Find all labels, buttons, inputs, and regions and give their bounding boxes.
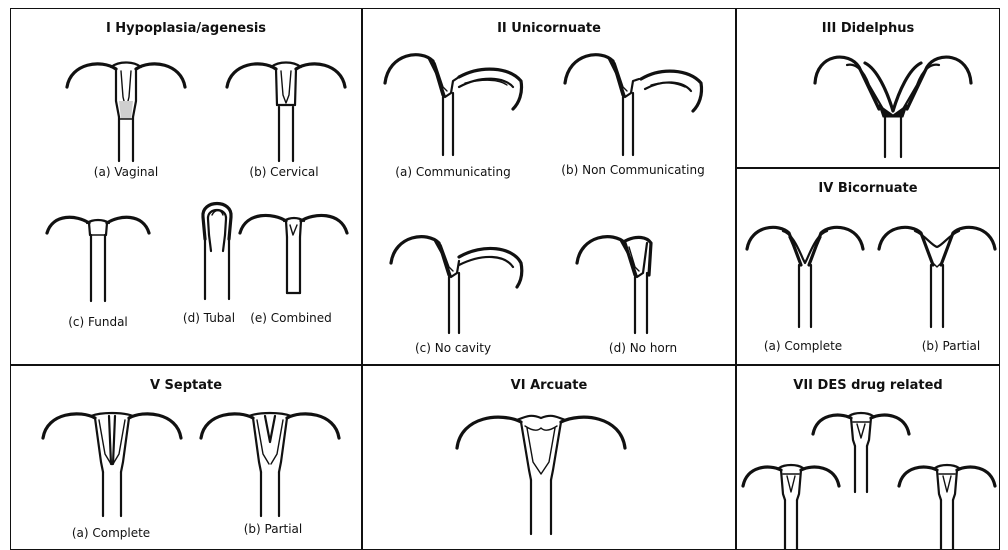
caption-partial: (b) Partial <box>244 522 303 536</box>
diagram-bicornuate-complete <box>743 215 867 331</box>
caption-complete: (a) Complete <box>764 339 842 353</box>
caption-communicating: (a) Communicating <box>395 165 510 179</box>
diagram-arcuate <box>451 404 631 539</box>
diagram-unicornuate-non-communicating <box>561 45 711 160</box>
diagram-vaginal-agenesis <box>61 49 191 164</box>
panel-arcuate: VI Arcuate <box>362 365 736 550</box>
panel-bicornuate: IV Bicornuate (a) Complete (b) Partial <box>736 168 1000 365</box>
diagram-bicornuate-partial <box>875 215 999 331</box>
panel-unicornuate: II Unicornuate (a) Communicating (b) Non… <box>362 8 736 365</box>
diagram-fundal-hypoplasia <box>43 209 153 309</box>
panel-title: I Hypoplasia/agenesis <box>11 21 361 36</box>
caption-cervical: (b) Cervical <box>249 165 318 179</box>
panel-septate: V Septate (a) Complete (b) Partial <box>10 365 362 550</box>
diagram-didelphus <box>809 45 977 161</box>
caption-non-communicating: (b) Non Communicating <box>561 163 704 177</box>
panel-des-drug-related: VII DES drug related <box>736 365 1000 550</box>
panel-title: III Didelphus <box>737 21 999 36</box>
panel-title: VI Arcuate <box>363 378 735 393</box>
caption-complete: (a) Complete <box>72 526 150 540</box>
panel-title: V Septate <box>11 378 361 393</box>
panel-title: IV Bicornuate <box>737 181 999 196</box>
panel-didelphus: III Didelphus <box>736 8 1000 168</box>
caption-no-cavity: (c) No cavity <box>415 341 491 355</box>
caption-vaginal: (a) Vaginal <box>94 165 158 179</box>
panel-hypoplasia-agenesis: I Hypoplasia/agenesis (a) Vaginal (b) Ce… <box>10 8 362 365</box>
diagram-unicornuate-no-horn <box>573 227 683 337</box>
diagram-septate-partial <box>197 402 343 520</box>
panel-title: II Unicornuate <box>363 21 735 36</box>
caption-combined: (e) Combined <box>250 311 332 325</box>
diagram-unicornuate-no-cavity <box>387 227 537 337</box>
diagram-septate-complete <box>39 402 185 520</box>
diagram-des-t-shaped-right <box>895 458 999 550</box>
caption-no-horn: (d) No horn <box>609 341 677 355</box>
diagram-des-t-shaped-left <box>739 458 843 550</box>
diagram-cervical-agenesis <box>221 49 351 164</box>
caption-partial: (b) Partial <box>922 339 981 353</box>
caption-tubal: (d) Tubal <box>183 311 235 325</box>
panel-title: VII DES drug related <box>737 378 999 393</box>
caption-fundal: (c) Fundal <box>68 315 128 329</box>
diagram-unicornuate-communicating <box>381 45 531 160</box>
diagram-combined-hypoplasia <box>236 207 351 307</box>
